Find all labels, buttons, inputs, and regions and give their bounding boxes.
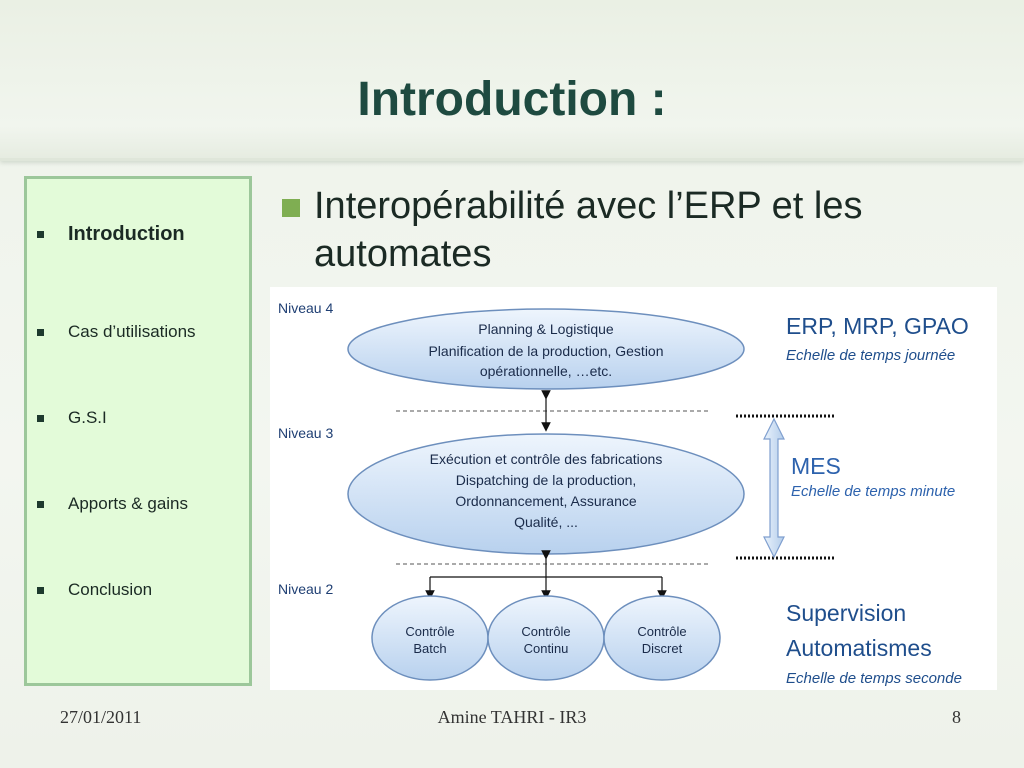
supervision-title: Supervision (786, 600, 906, 626)
ellipse3-line4: Qualité, ... (514, 514, 578, 530)
level-label-3: Niveau 3 (278, 425, 333, 441)
sidebar-item-label: Apports & gains (68, 494, 189, 513)
bullet-icon (37, 500, 44, 508)
sidebar-item-introduction[interactable]: Introduction (37, 223, 185, 246)
footer-page-number: 8 (952, 707, 961, 727)
supervision-scale: Echelle de temps seconde (786, 670, 962, 687)
erp-title: ERP, MRP, GPAO (786, 313, 969, 339)
sidebar-item-label: Conclusion (68, 580, 153, 599)
sidebar-item-conclusion[interactable]: Conclusion (37, 580, 152, 600)
sidebar-item-apports-gains[interactable]: Apports & gains (37, 494, 188, 514)
architecture-diagram: Niveau 4 Niveau 3 Niveau 2 Planning & Lo… (270, 287, 997, 690)
sidebar-item-gsi[interactable]: G.S.I (37, 408, 107, 428)
mes-title: MES (791, 453, 841, 479)
main-bullet-icon (282, 199, 300, 217)
ellipse4-line3: opérationnelle, …etc. (480, 363, 612, 379)
control-batch-line2: Batch (413, 641, 446, 656)
level-label-4: Niveau 4 (278, 300, 333, 316)
sidebar-item-label: Introduction (68, 223, 185, 245)
sidebar-item-label: Cas d’utilisations (68, 322, 196, 341)
ellipse3-line2: Dispatching de la production, (456, 472, 637, 488)
ellipse4-line2: Planification de la production, Gestion (428, 343, 663, 359)
level4-ellipse (347, 308, 745, 390)
footer-author: Amine TAHRI - IR3 (437, 707, 587, 727)
level-label-2: Niveau 2 (278, 581, 333, 597)
title-band (0, 0, 1024, 161)
mes-scale: Echelle de temps minute (791, 483, 955, 500)
slide-title: Introduction : (357, 73, 667, 126)
control-discret-line1: Contrôle (637, 624, 686, 639)
erp-scale: Echelle de temps journée (786, 347, 955, 364)
bullet-icon (37, 231, 44, 238)
main-bullet-text: Interopérabilité avec l’ERP et les autom… (314, 185, 863, 275)
control-discret-line2: Discret (642, 641, 683, 656)
bullet-icon (37, 414, 44, 422)
ellipse4-line1: Planning & Logistique (478, 321, 614, 337)
diagram-svg: Niveau 4 Niveau 3 Niveau 2 Planning & Lo… (278, 300, 969, 687)
ellipse3-line3: Ordonnancement, Assurance (455, 493, 637, 509)
control-discret-ellipse (603, 595, 721, 681)
sidebar-nav: Introduction Cas d’utilisations G.S.I Ap… (24, 176, 252, 686)
sidebar-item-label: G.S.I (68, 408, 107, 427)
automatismes-title: Automatismes (786, 635, 932, 661)
sidebar-item-cas-utilisations[interactable]: Cas d’utilisations (37, 322, 196, 342)
control-continu-line1: Contrôle (521, 624, 570, 639)
bullet-icon (37, 328, 44, 336)
footer-date: 27/01/2011 (60, 707, 142, 727)
bullet-icon (37, 586, 44, 594)
mes-scale-arrow-icon (763, 417, 785, 559)
ellipse3-line1: Exécution et contrôle des fabrications (430, 451, 663, 467)
control-batch-line1: Contrôle (405, 624, 454, 639)
control-continu-line2: Continu (524, 641, 569, 656)
